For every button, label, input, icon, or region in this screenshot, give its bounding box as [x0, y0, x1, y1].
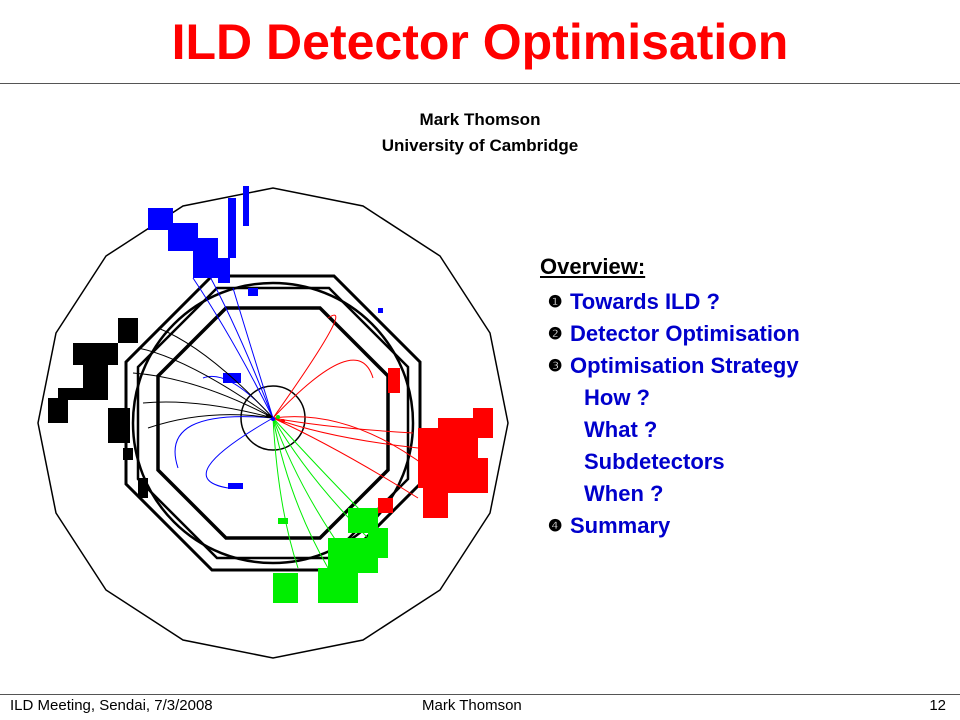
agenda-subitem: Subdetectors: [548, 446, 800, 478]
red-jet: [272, 314, 429, 499]
calorimeter-inner-outline: [136, 286, 410, 560]
green-deposits: [273, 508, 388, 603]
agenda-subitem: When ?: [548, 478, 800, 510]
agenda-subitem-text: When ?: [584, 481, 664, 506]
agenda-item: ❷ Detector Optimisation: [548, 318, 800, 350]
title-rule: [0, 83, 960, 84]
footer-page-number: 12: [929, 697, 946, 714]
bullet-1-icon: ❶: [548, 294, 563, 311]
agenda-subitem: What ?: [548, 414, 800, 446]
black-deposits: [48, 318, 148, 498]
outer-detector-outline: [37, 187, 509, 659]
agenda-subitem-text: What ?: [584, 417, 658, 442]
bullet-2-icon: ❷: [548, 326, 563, 343]
agenda-subitem-text: How ?: [584, 385, 650, 410]
black-jet: [132, 327, 274, 429]
calorimeter-outer-outline: [124, 274, 422, 572]
author-affiliation: University of Cambridge: [381, 136, 579, 155]
vertex-hits: [266, 414, 285, 423]
bullet-4-icon: ❹: [548, 518, 563, 535]
agenda-item-text: Detector Optimisation: [570, 321, 800, 346]
footer-meeting: ILD Meeting, Sendai, 7/3/2008: [10, 697, 213, 714]
agenda-item-text: Summary: [570, 513, 671, 538]
slide-title: ILD Detector Optimisation: [171, 14, 789, 70]
agenda-item-text: Towards ILD ?: [570, 289, 720, 314]
event-display-image: [37, 186, 509, 659]
red-deposits: [378, 368, 493, 518]
footer-rule: [0, 694, 960, 695]
agenda-item: ❶ Towards ILD ?: [548, 286, 800, 318]
agenda-item-text: Optimisation Strategy: [570, 353, 799, 378]
agenda-item: ❹ Summary: [548, 510, 800, 542]
agenda-item: ❸ Optimisation Strategy: [548, 350, 800, 382]
tracker-circle: [131, 281, 415, 565]
agenda-subitem-text: Subdetectors: [584, 449, 725, 474]
footer-author: Mark Thomson: [422, 697, 522, 714]
agenda-subitem: How ?: [548, 382, 800, 414]
author-name: Mark Thomson: [419, 110, 541, 129]
bullet-3-icon: ❸: [548, 358, 563, 375]
overview-heading: Overview:: [540, 254, 646, 279]
